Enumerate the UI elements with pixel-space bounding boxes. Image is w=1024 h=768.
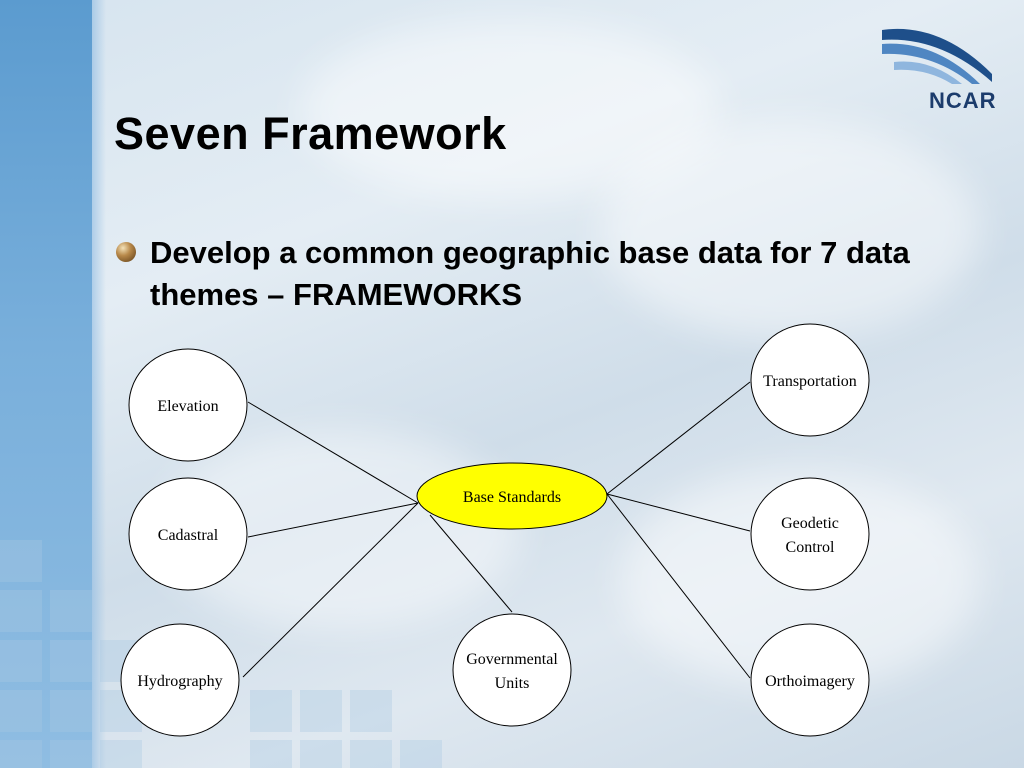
node-circle	[128, 348, 248, 462]
bullet-sphere-icon	[116, 242, 136, 262]
node-circle	[750, 323, 870, 437]
diagram-connectors	[242, 381, 751, 679]
cloud-decoration	[600, 120, 980, 340]
grid-tile	[400, 740, 442, 768]
grid-tile	[0, 690, 42, 732]
ncar-logo-text: NCAR	[929, 88, 997, 113]
node-circle	[128, 477, 248, 591]
node-hydrography: Hydrography	[120, 623, 240, 737]
grid-tile	[0, 740, 42, 768]
grid-tile	[300, 690, 342, 732]
bullet-text: Develop a common geographic base data fo…	[150, 235, 910, 312]
node-elevation: Elevation	[128, 348, 248, 462]
grid-tile	[0, 640, 42, 682]
connector-elevation	[247, 401, 419, 504]
node-label: Cadastral	[158, 527, 219, 544]
grid-tile	[300, 740, 342, 768]
node-cadastral: Cadastral	[128, 477, 248, 591]
node-circle	[750, 623, 870, 737]
ncar-logo-icon	[882, 28, 992, 84]
grid-tile	[0, 590, 42, 632]
center-label: Base Standards	[463, 489, 561, 506]
node-label: Hydrography	[137, 673, 222, 690]
grid-tile	[50, 740, 92, 768]
node-label: Control	[786, 539, 835, 556]
node-label: Elevation	[157, 398, 218, 415]
node-transportation: Transportation	[750, 323, 870, 437]
node-label: Orthoimagery	[765, 673, 855, 690]
node-label: Governmental	[466, 651, 558, 668]
grid-tile	[50, 640, 92, 682]
node-label: Transportation	[763, 373, 857, 390]
slide-title: Seven Framework	[114, 108, 507, 159]
node-label: Units	[495, 675, 530, 692]
connector-transportation	[606, 381, 751, 495]
connector-orthoimagery	[606, 493, 751, 679]
grid-tile	[0, 540, 42, 582]
node-circle	[120, 623, 240, 737]
grid-tile	[100, 740, 142, 768]
grid-tile	[50, 690, 92, 732]
node-circle	[452, 613, 572, 727]
connector-governmental-units	[429, 514, 513, 613]
node-label: Geodetic	[781, 515, 839, 532]
grid-tile	[350, 690, 392, 732]
grid-tile	[350, 740, 392, 768]
node-circle	[750, 477, 870, 591]
grid-tile	[250, 690, 292, 732]
connector-cadastral	[247, 502, 419, 538]
cloud-decoration	[300, 20, 720, 200]
node-base-standards: Base Standards	[416, 462, 608, 530]
node-orthoimagery: Orthoimagery	[750, 623, 870, 737]
left-accent-band	[0, 0, 106, 768]
connector-geodetic-control	[606, 493, 751, 532]
grid-tile	[250, 740, 292, 768]
connector-hydrography	[242, 502, 419, 678]
center-ellipse	[416, 462, 608, 530]
grid-tile	[50, 590, 92, 632]
